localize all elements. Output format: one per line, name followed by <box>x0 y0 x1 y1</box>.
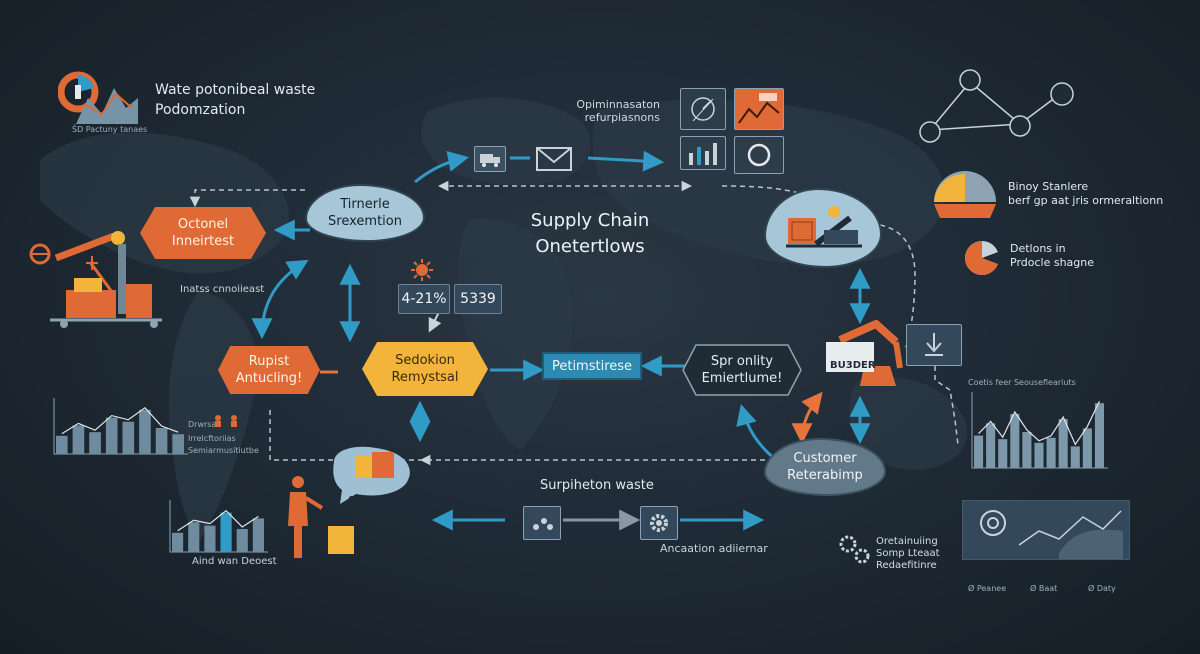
chart-trend-line <box>61 407 179 435</box>
chart-bar <box>220 512 232 552</box>
bottom-right-label-3: Ø Daty <box>1088 584 1116 593</box>
chart-bar <box>172 434 184 454</box>
chart-bar <box>172 532 184 552</box>
chart-bar <box>1010 414 1020 468</box>
left-legend-3: Semiarmusitiutbe <box>188 446 259 455</box>
right-bar-chart <box>960 388 1110 474</box>
chart-trend-line <box>978 400 1100 446</box>
waste-gauge-icon <box>58 71 138 124</box>
chart-bar <box>236 528 248 552</box>
customer-node: Customer Reterabimp <box>764 438 886 496</box>
chart-bar <box>155 428 168 454</box>
lower-left-bar-chart <box>160 496 270 558</box>
network-graph-icon <box>919 69 1074 143</box>
gear-tile <box>640 506 678 540</box>
chart-bar <box>1058 419 1068 468</box>
ring-icon <box>747 143 771 167</box>
builder-excavator-icon <box>826 320 903 386</box>
chart-trend-line <box>177 509 259 532</box>
chart-bar <box>105 417 118 454</box>
lower-left-label: Aind wan Deoest <box>192 556 277 567</box>
download-arrow-icon <box>925 333 943 356</box>
chart-bar <box>204 525 216 552</box>
center-title: Supply Chain Onetertlows <box>530 210 650 257</box>
shipping-crates-icon <box>786 206 862 248</box>
people-icon <box>215 415 237 427</box>
spronlity-outline <box>682 344 802 396</box>
shipping-cloud <box>764 188 882 268</box>
line-chart-panel <box>962 500 1130 560</box>
chart-bar <box>1022 432 1032 468</box>
semicircle-gauge-icon <box>934 171 996 218</box>
trend-chart-tile <box>734 88 784 130</box>
right-note-3: Oretainuiing Somp Lteaat Redaefitinre <box>876 536 940 571</box>
sedokion-node: Sedokion Remystsal <box>362 342 488 396</box>
chart-bar <box>122 421 135 454</box>
envelope-icon <box>536 147 572 171</box>
dots-tile <box>523 506 561 540</box>
chart-bar <box>72 425 85 454</box>
spronlity-node: Spr onlity Emiertlume! <box>682 344 802 396</box>
radar-tile <box>680 88 726 130</box>
bars-tile <box>680 136 726 170</box>
chart-bar <box>188 522 200 552</box>
left-bar-chart <box>30 394 190 460</box>
right-chart-caption: Coetis feer Seousefleariuts <box>968 378 1076 387</box>
bar-arrow-icon <box>689 143 717 165</box>
right-bars-svg <box>971 392 1108 469</box>
supplier-label: Supplior <box>348 494 398 508</box>
left-mid-label: Inatss cnnoiieast <box>180 284 265 295</box>
petimstrese-node: Petimstirese <box>542 352 642 380</box>
scatter-dots-icon <box>533 518 553 530</box>
lower-center-label: Surpiheton waste <box>540 478 654 493</box>
left-bars-svg <box>53 398 188 455</box>
chart-bar <box>139 409 151 454</box>
chart-bar <box>252 518 264 552</box>
gear-icon <box>650 514 668 532</box>
radar-icon <box>691 97 715 122</box>
download-tile <box>906 324 962 366</box>
right-note-2: Detlons in Prdocle shagne <box>1010 242 1095 269</box>
lower-left-bars-svg <box>169 500 268 553</box>
tirnerie-node: Tirnerle Srexemtion <box>305 184 425 242</box>
truck-icon <box>480 154 500 167</box>
supplier-figure-icon <box>288 446 410 558</box>
metric-percent: 4-21% <box>398 284 450 314</box>
truck-tile <box>474 146 506 172</box>
chart-bar <box>1094 403 1104 468</box>
gears-icon <box>839 535 870 564</box>
chart-bar <box>986 423 996 468</box>
chart-bar <box>56 435 68 454</box>
lower-right-label: Ancaation adiiernar <box>660 542 768 555</box>
top-right-label: Opiminnasaton refurpiasnons <box>576 98 660 124</box>
builder-label: BU3DER <box>830 360 876 371</box>
pie-chart-icon <box>965 241 1000 275</box>
metric-count: 5339 <box>454 284 502 314</box>
chart-bar <box>1070 446 1080 468</box>
header-title-line1: Wate potonibeal waste <box>155 82 316 98</box>
factory-crane-icon <box>29 231 162 328</box>
chart-axis <box>169 500 268 553</box>
chart-bar <box>89 432 101 454</box>
rupist-node: Rupist Antucling! <box>218 346 320 394</box>
chart-bar <box>1046 437 1056 468</box>
left-legend-2: Irrelcftoriias <box>188 434 236 443</box>
line-chart-icon <box>980 510 1123 559</box>
chart-bar <box>974 435 984 468</box>
octonel-node: Octonel Inneirtest <box>140 207 266 259</box>
bottom-right-label-1: Ø Peanee <box>968 584 1007 593</box>
ring-tile <box>734 136 784 174</box>
right-note-1: Binoy Stanlere berf gp aat jris ormeralt… <box>1008 180 1164 207</box>
header-title-line2: Podomzation <box>155 102 246 118</box>
left-legend-1: Drwrsal <box>188 420 219 429</box>
bottom-right-label-2: Ø Baat <box>1030 584 1058 593</box>
header-caption: ŠD Pactuny tanaes <box>72 125 148 134</box>
alert-burst-icon <box>411 259 433 281</box>
chart-bar <box>1034 442 1044 468</box>
trend-chart-icon <box>738 93 780 124</box>
chart-bar <box>998 439 1008 468</box>
chart-bar <box>1082 428 1092 468</box>
